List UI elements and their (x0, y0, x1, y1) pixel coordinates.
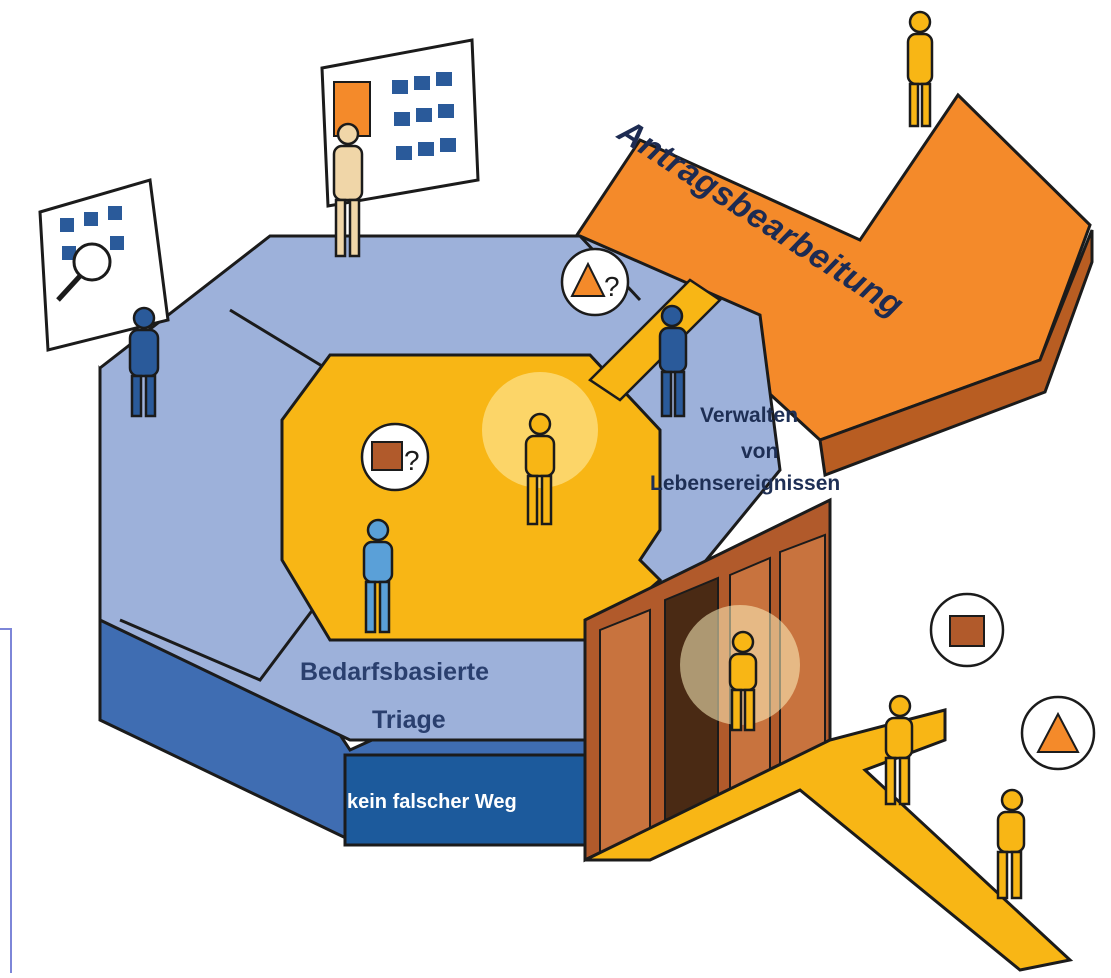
manage-label-line1: Verwalten (700, 404, 799, 427)
manage-label-line3: Lebensereignissen (650, 472, 841, 495)
triage-label-line2: Triage (372, 706, 446, 734)
warning-question-icon: ? (560, 247, 630, 317)
person-figures (128, 10, 1026, 900)
svg-text:?: ? (604, 271, 620, 302)
left-frame-edge (0, 628, 12, 973)
wrong-way-label: kein falscher Weg (347, 791, 517, 813)
triage-label-line1: Bedarfsbasierte (300, 658, 489, 686)
svg-text:?: ? (404, 445, 420, 476)
box-question-icon: ? (360, 422, 430, 492)
warning-icon (1020, 695, 1096, 771)
manage-label-line2: von (741, 440, 779, 463)
magnifier-board-icon (38, 178, 170, 352)
box-icon (929, 592, 1005, 668)
